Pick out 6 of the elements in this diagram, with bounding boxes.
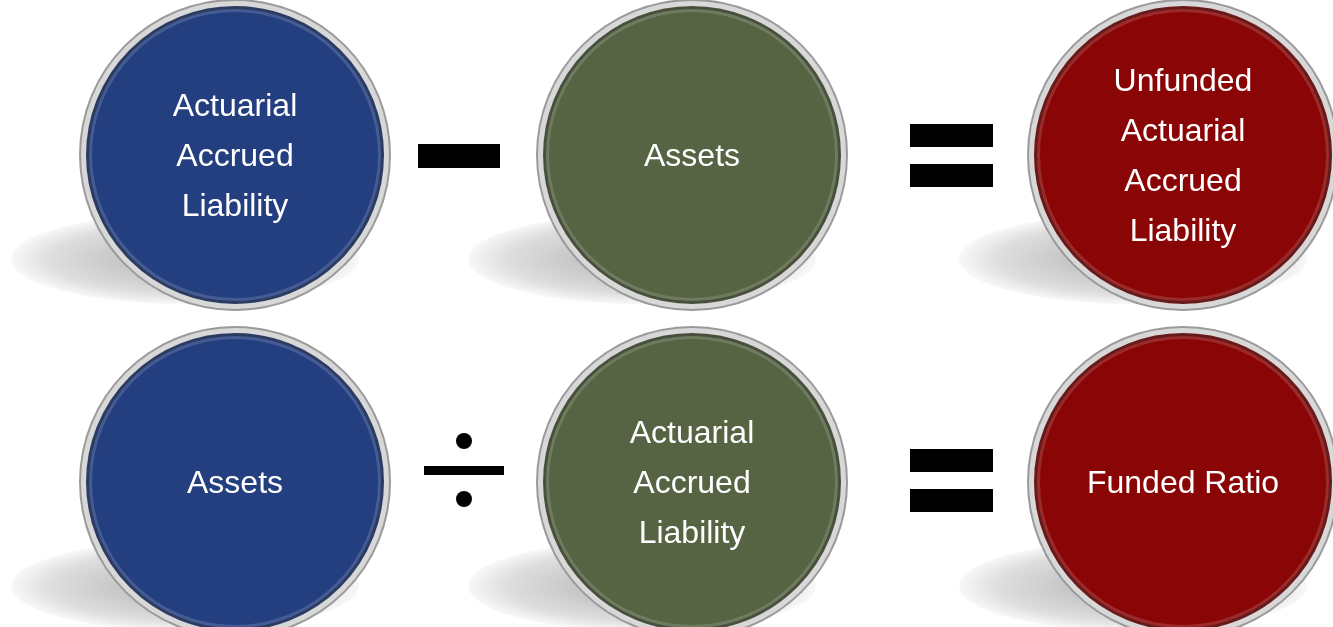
node-label: Actuarial Accrued Liability	[628, 413, 756, 552]
node-label: Assets	[643, 136, 741, 175]
node-label: Unfunded Actuarial Accrued Liability	[1112, 61, 1254, 250]
node-label: Funded Ratio	[1085, 463, 1281, 502]
node-label: Assets	[186, 463, 284, 502]
node-label: Actuarial Accrued Liability	[171, 86, 299, 225]
